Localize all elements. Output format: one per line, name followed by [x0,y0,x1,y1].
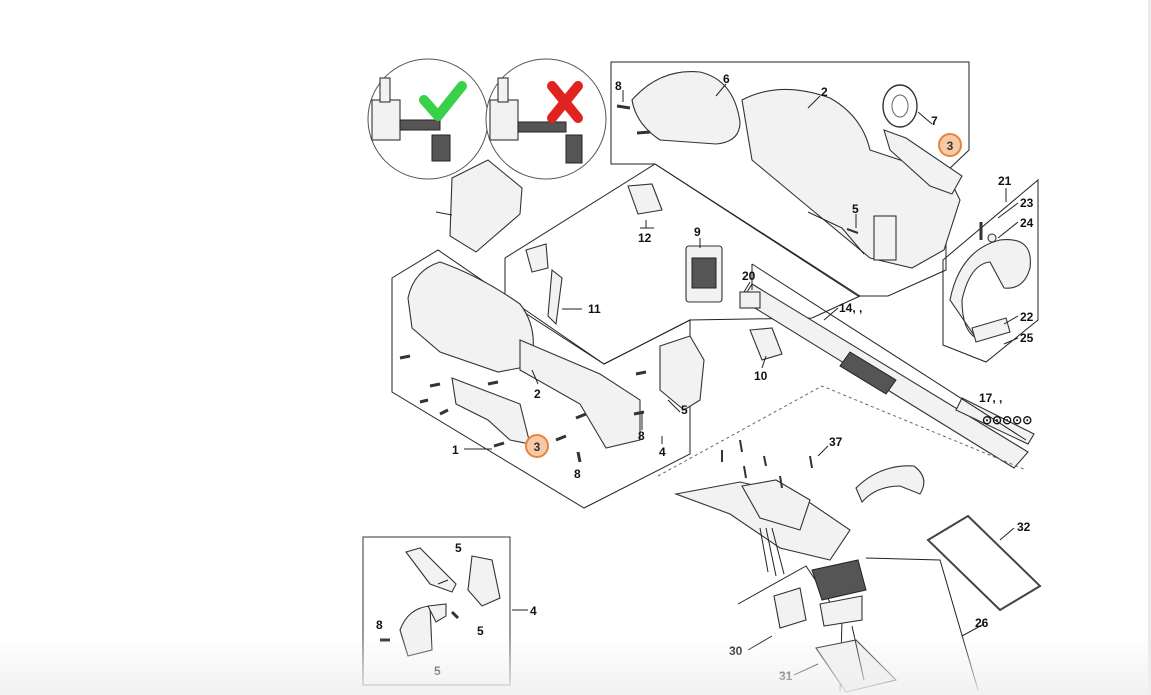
part-label: 5 [455,541,462,555]
part-label: 8 [638,429,645,443]
part-label: 1 [452,443,459,457]
correct-assembly-inset [367,58,489,180]
part-label: 12 [638,231,652,245]
bottom-fade [0,635,1151,695]
upper-housing-group [610,61,970,297]
main-housing-group [391,249,705,509]
part-label: 24 [1020,216,1034,230]
part-label: 5 [681,403,688,417]
svg-text:3: 3 [947,139,954,153]
part-label: 22 [1020,310,1034,324]
part-label: 32 [1017,520,1031,534]
electronics-group [504,163,862,365]
part-label: 5 [852,202,859,216]
part-label: 8 [574,467,581,481]
switch-cover-part [435,159,523,253]
part-label: 21 [998,174,1012,188]
part-label: 10 [754,369,768,383]
part-label: 14, , [839,301,862,315]
cross-icon [547,81,583,123]
part-label: 37 [829,435,843,449]
part-label: 2 [534,387,541,401]
shaft-tube-part: ⊙⊙⊙⊙⊙ [739,263,1035,469]
check-icon [419,81,467,121]
right-edge-bar [1148,0,1151,695]
part-label: 7 [931,114,938,128]
part-label: 8 [615,79,622,93]
decal-text: ⊙⊙⊙⊙⊙ [982,413,1032,427]
part-label: 17, , [979,391,1002,405]
hotspot-marker[interactable]: 3 [938,133,962,157]
handle-group [942,178,1039,363]
incorrect-assembly-inset [485,58,607,180]
screw-icon [399,354,647,463]
hotspot-marker[interactable]: 3 [525,434,549,458]
svg-text:3: 3 [534,440,541,454]
part-label: 25 [1020,331,1034,345]
part-label: 4 [530,604,537,618]
part-label: 2 [821,85,828,99]
part-label: 9 [694,225,701,239]
part-label: 11 [588,302,601,316]
part-label: 4 [659,445,666,459]
part-label: 5 [477,624,484,638]
part-label: 26 [975,616,989,630]
part-label: 20 [742,269,756,283]
part-label: 8 [376,618,383,632]
part-label: 23 [1020,196,1034,210]
part-label: 6 [723,72,730,86]
